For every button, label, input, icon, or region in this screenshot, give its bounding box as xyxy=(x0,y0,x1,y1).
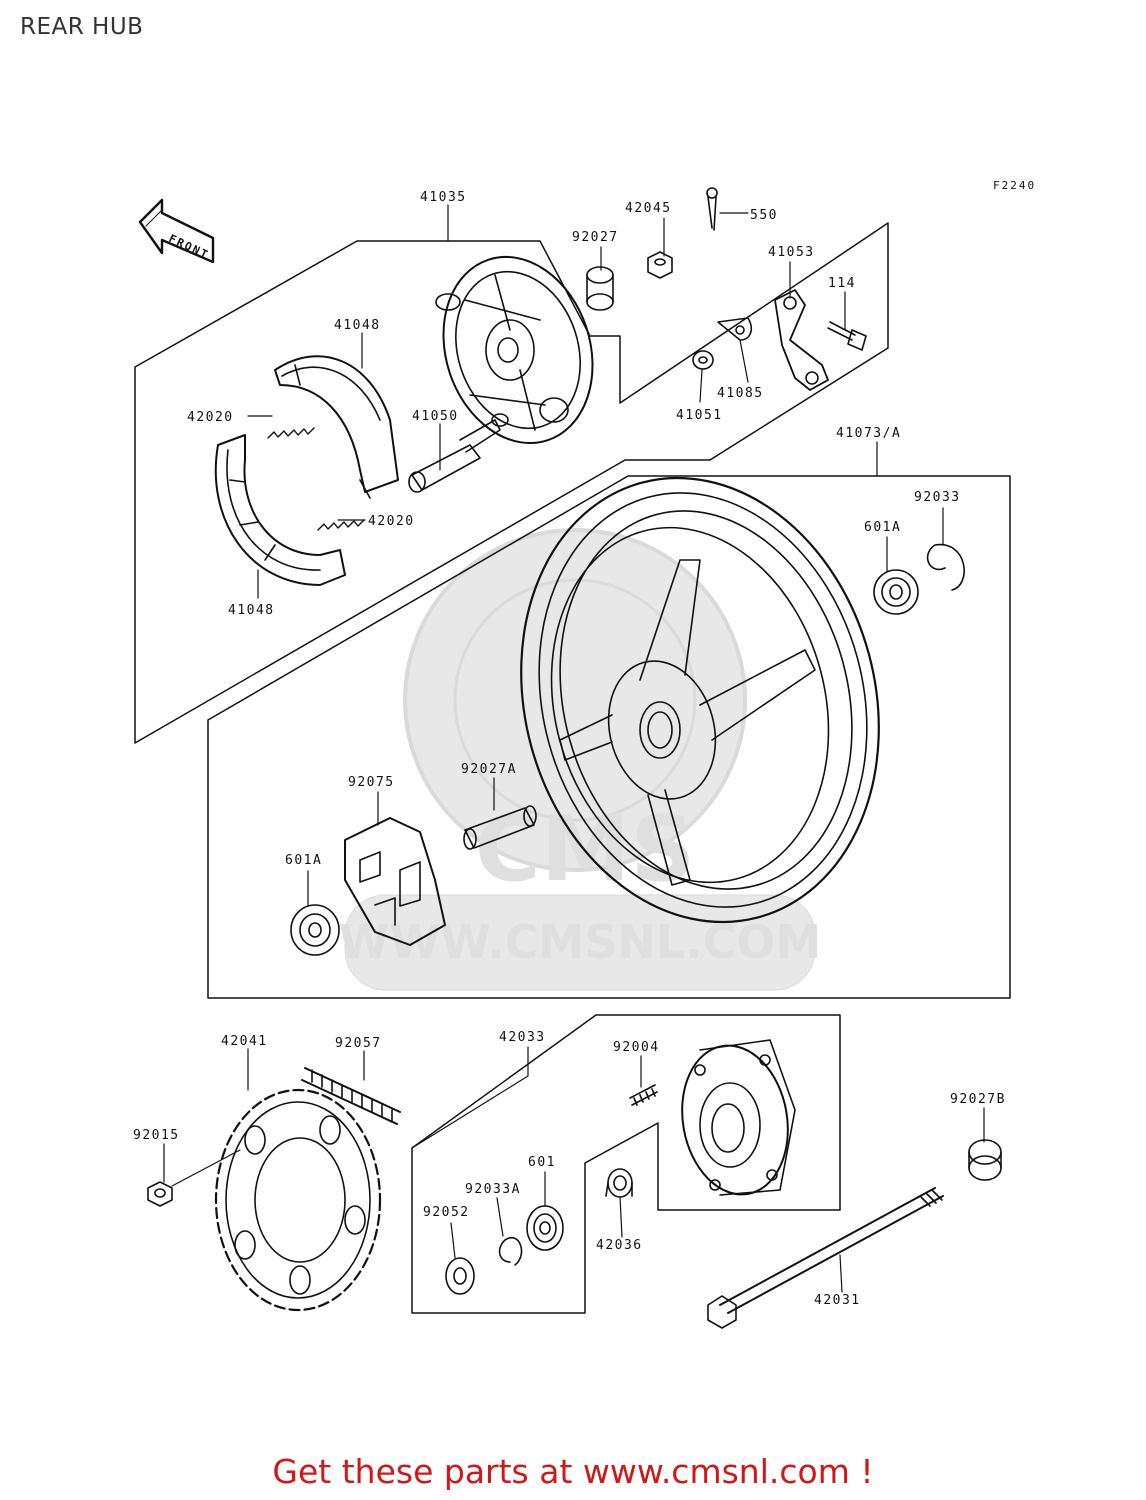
callout-label: 601A xyxy=(864,520,901,535)
bearing-601 xyxy=(526,1205,564,1251)
wear-indicator xyxy=(717,317,752,341)
brake-panel xyxy=(435,255,594,445)
circlip-92033a xyxy=(498,1236,523,1266)
collar-92027a xyxy=(463,805,537,850)
exploded-parts-diagram: WWW.CMSNL.COM CMS FRONT xyxy=(133,179,1036,1329)
callout-label: 41053 xyxy=(768,245,815,260)
collar-42036 xyxy=(605,1168,633,1198)
brake-shoe-upper xyxy=(274,355,399,499)
spacer xyxy=(445,1257,475,1295)
callout-label: 92052 xyxy=(423,1205,470,1220)
stud xyxy=(629,1084,658,1106)
page-title: REAR HUB xyxy=(20,14,144,40)
callout-label: 42045 xyxy=(625,201,672,216)
watermark-text: WWW.CMSNL.COM xyxy=(339,915,822,969)
brake-shoe-lower xyxy=(214,434,346,586)
callout-label: 42031 xyxy=(814,1293,861,1308)
washer xyxy=(692,350,714,370)
cotter-pin xyxy=(706,187,718,231)
rear-axle xyxy=(707,1187,944,1329)
callout-label: 42020 xyxy=(368,514,415,529)
circlip-92033 xyxy=(926,544,965,591)
callout-label: 92027A xyxy=(461,762,517,777)
cam-lever xyxy=(774,289,829,391)
callout-label: 42033 xyxy=(499,1030,546,1045)
bearing-601a-upper xyxy=(873,569,919,615)
callout-label: 41048 xyxy=(334,318,381,333)
callout-label: 41085 xyxy=(717,386,764,401)
callout-label: 92075 xyxy=(348,775,395,790)
coupling-damper xyxy=(344,817,446,946)
footer-promo-text: Get these parts at www.cmsnl.com ! xyxy=(272,1452,874,1491)
callout-label: 92027B xyxy=(950,1092,1006,1107)
callout-label: 41035 xyxy=(420,190,467,205)
sprocket-nut xyxy=(147,1181,173,1207)
castle-nut xyxy=(647,251,673,279)
rear-wheel xyxy=(520,476,880,924)
callout-label: 92027 xyxy=(572,230,619,245)
front-arrow-icon: FRONT xyxy=(138,198,215,264)
callout-label: 42041 xyxy=(221,1034,268,1049)
callout-label: 41050 xyxy=(412,409,459,424)
callout-label: 41048 xyxy=(228,603,275,618)
callout-label: 601A xyxy=(285,853,322,868)
return-spring-lower xyxy=(317,519,365,531)
callout-labels: 41035 42045 550 92027 41053 114 41048 42… xyxy=(133,179,1036,1308)
leader-lines xyxy=(163,204,985,1293)
callout-label: 42020 xyxy=(187,410,234,425)
callout-label: 41051 xyxy=(676,408,723,423)
callout-label: 42036 xyxy=(596,1238,643,1253)
callout-label: 114 xyxy=(828,276,856,291)
drive-chain xyxy=(301,1067,401,1125)
rear-sprocket xyxy=(214,1088,382,1312)
callout-label: 92057 xyxy=(335,1036,382,1051)
cmsnl-watermark: WWW.CMSNL.COM CMS xyxy=(339,528,822,991)
callout-label: 92015 xyxy=(133,1128,180,1143)
diagram-code: F2240 xyxy=(993,179,1036,192)
brake-cam xyxy=(408,419,501,493)
collar xyxy=(586,266,614,311)
callout-label: 92033 xyxy=(914,490,961,505)
callout-label: 41073/A xyxy=(836,426,901,441)
collar-92027b xyxy=(968,1139,1002,1181)
callout-label: 92004 xyxy=(613,1040,660,1055)
callout-label: 550 xyxy=(750,208,778,223)
return-spring-upper xyxy=(267,427,315,439)
callout-label: 601 xyxy=(528,1155,556,1170)
bolt xyxy=(827,321,867,351)
callout-label: 92033A xyxy=(465,1182,521,1197)
bearing-601a-lower xyxy=(290,904,340,956)
sprocket-hub xyxy=(681,1039,796,1196)
